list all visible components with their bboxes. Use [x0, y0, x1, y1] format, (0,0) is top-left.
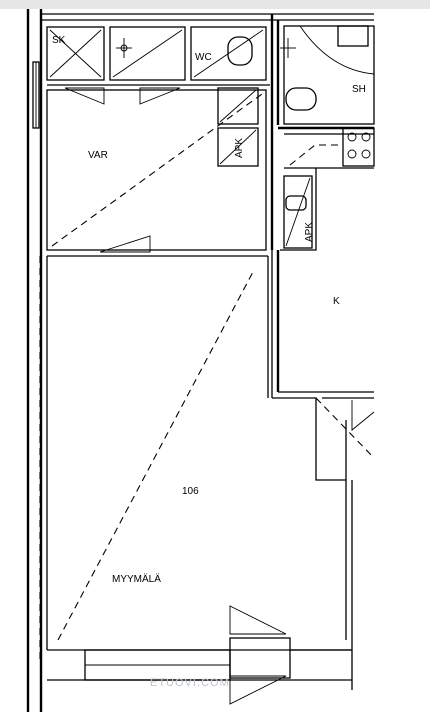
shower-tap: [280, 38, 296, 58]
kitchen-area: [271, 126, 375, 690]
storage-room: [46, 87, 267, 253]
top-strip: [0, 0, 430, 9]
cabinet-code-2: APK: [304, 222, 315, 242]
sauna-shower-area: [270, 14, 375, 250]
outer-walls: [26, 9, 374, 712]
room-label-var: VAR: [88, 150, 108, 161]
room-number: 106: [182, 486, 199, 497]
watermark: ETUOVI.COM: [150, 677, 230, 689]
shop-room: [39, 255, 352, 705]
room-label-k: K: [333, 296, 340, 307]
room-label-sk: SK: [52, 35, 66, 46]
room-label-myymala: MYYMÄLÄ: [112, 573, 161, 585]
top-service-rooms: [46, 26, 270, 105]
tap-symbol: [116, 38, 132, 58]
room-label-wc: WC: [195, 52, 212, 63]
room-label-sh: SH: [352, 84, 366, 95]
cabinet-code-1: APK: [234, 138, 245, 158]
